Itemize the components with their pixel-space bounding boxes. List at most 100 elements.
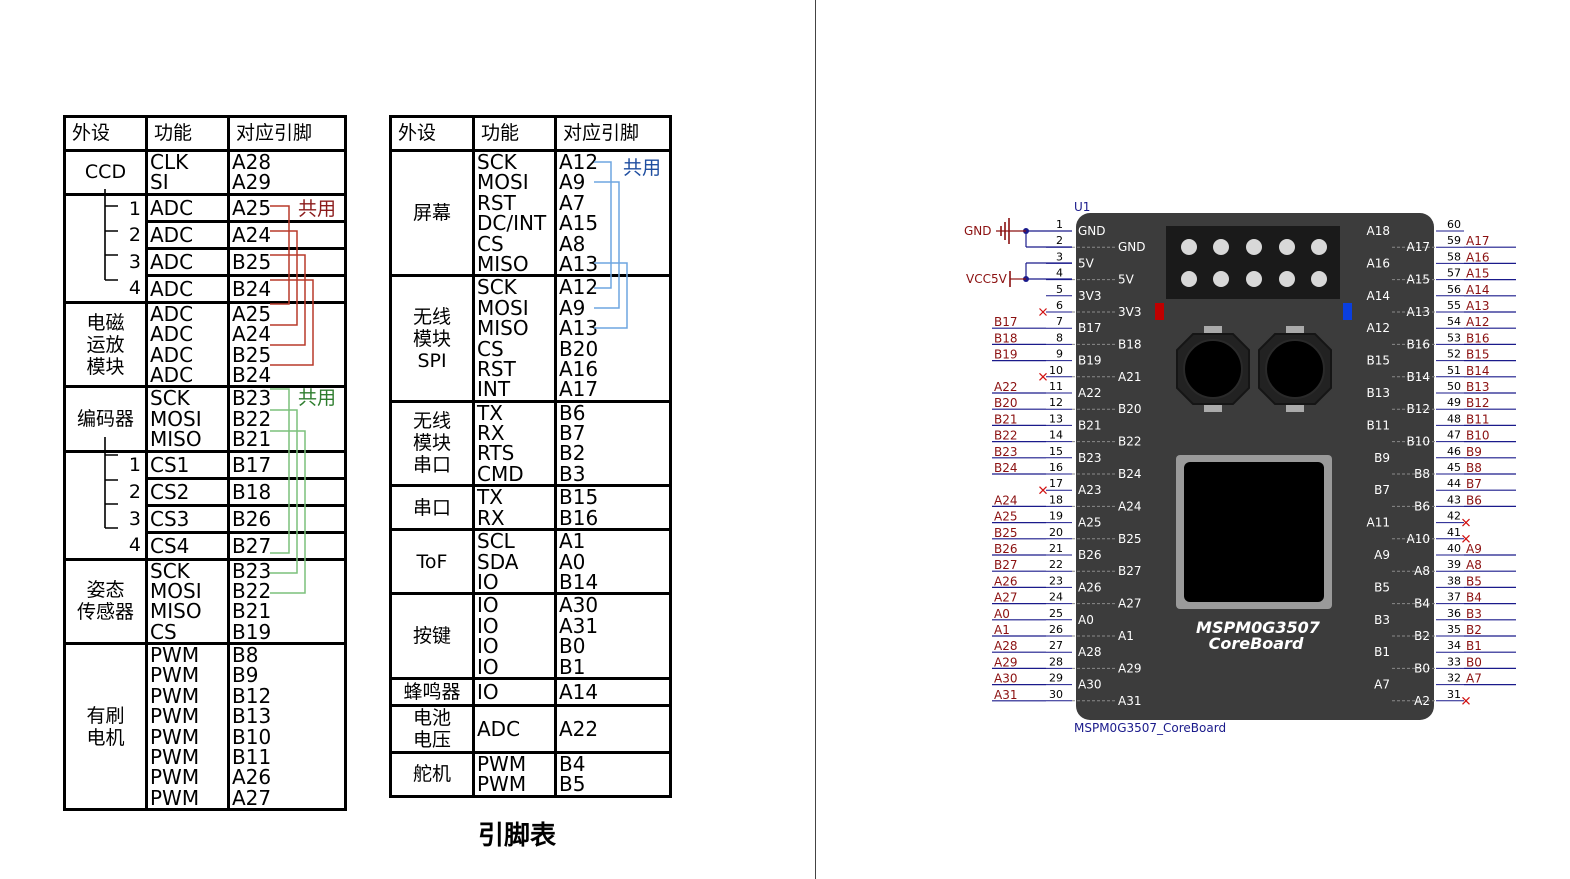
pin-name: B26 [1078, 548, 1102, 562]
header-pin [1181, 239, 1197, 255]
function-label: INT [477, 377, 511, 402]
function-cell: CS1 [145, 449, 230, 480]
pin-name: A11 [1367, 516, 1390, 530]
pin-name: A24 [1118, 499, 1141, 513]
pin-name: B3 [1374, 613, 1390, 627]
pin-label: A0 [559, 549, 586, 574]
pin-label: B13 [232, 704, 272, 729]
pin-label: B10 [232, 724, 272, 749]
pin-name: A10 [1407, 532, 1430, 546]
pin-label: B5 [559, 772, 586, 797]
net-label: A16 [1466, 250, 1489, 264]
header-pin [1279, 271, 1295, 287]
pin-number: 18 [1049, 493, 1063, 506]
net-label: B11 [1466, 412, 1490, 426]
function-label: RST [477, 356, 516, 381]
pin-number: 50 [1447, 380, 1461, 393]
net-label: B18 [994, 331, 1018, 345]
pin-label: A15 [559, 211, 599, 236]
pin-name: A7 [1374, 678, 1390, 692]
pin-name: B20 [1118, 402, 1142, 416]
pin-number: 13 [1049, 412, 1063, 425]
net-label: A17 [1466, 234, 1489, 248]
pin-name: B6 [1414, 499, 1430, 513]
net-label: A1 [994, 623, 1010, 637]
peripheral-cell: 舵机 [389, 750, 475, 798]
pin-label: A27 [232, 785, 272, 810]
net-label: B0 [1466, 655, 1482, 669]
function-label: MOSI [150, 406, 202, 431]
pin-cell: B27 [227, 530, 347, 561]
pin-number: 42 [1447, 510, 1461, 523]
function-label: MISO [477, 316, 529, 341]
shared-label-adc: 共用 [298, 198, 337, 220]
net-label: B16 [1466, 331, 1490, 345]
no-connect-mark [1462, 696, 1470, 705]
connector-trace [270, 388, 290, 554]
peripheral-cell: 4 [63, 532, 148, 560]
net-label: A27 [994, 591, 1017, 605]
peripheral-cell: 电池 电压 [389, 703, 475, 754]
pin-label: B23 [232, 386, 272, 411]
function-label: TX [477, 401, 503, 425]
net-label: A13 [1466, 299, 1489, 313]
net-label: B19 [994, 348, 1018, 362]
blue-led [1343, 303, 1352, 320]
gnd-label: GND [964, 224, 992, 238]
pin-number: 47 [1447, 429, 1461, 442]
pin-label: B26 [232, 506, 272, 531]
pin-name: B9 [1374, 451, 1390, 465]
pin-name: 5V [1078, 256, 1095, 270]
function-label: SCK [150, 559, 190, 583]
pin-name: B13 [1366, 386, 1390, 400]
pin-number: 21 [1049, 542, 1063, 555]
header-pin [1279, 239, 1295, 255]
net-label: A24 [994, 493, 1017, 507]
pin-name: B22 [1118, 435, 1142, 449]
pin-number: 30 [1049, 688, 1063, 701]
header-pins [1181, 239, 1327, 287]
net-label: A12 [1466, 315, 1489, 329]
net-label: A29 [994, 655, 1017, 669]
pin-label: B21 [232, 427, 272, 452]
net-label: A9 [1466, 542, 1482, 556]
pin-label: B22 [232, 578, 272, 603]
pin-cell: B17 [227, 449, 347, 480]
function-label: ADC [150, 362, 194, 387]
pin-label: A31 [559, 613, 599, 638]
pin-number: 5 [1056, 283, 1063, 296]
net-label: B23 [994, 445, 1018, 459]
pin-label: B16 [559, 505, 599, 530]
pin-name: A14 [1367, 289, 1390, 303]
no-connect-mark [1462, 518, 1470, 527]
pin-name: B14 [1406, 370, 1430, 384]
peripheral-cell: 蜂鸣器 [389, 676, 475, 707]
net-label: A31 [994, 688, 1017, 702]
screen-shared-links [594, 161, 628, 329]
pin-label: A9 [559, 295, 586, 320]
function-label: PWM [150, 704, 200, 729]
function-label: PWM [477, 752, 527, 776]
pin-label: B6 [559, 401, 586, 425]
pin-number: 22 [1049, 558, 1063, 571]
function-cell: ADC [145, 219, 230, 250]
pin-label: A26 [232, 765, 272, 790]
pin-name: 5V [1118, 273, 1135, 287]
pin-name: A29 [1118, 661, 1141, 675]
function-label: CS [477, 231, 504, 256]
pin-name: A22 [1078, 386, 1101, 400]
pin-number: 45 [1447, 461, 1461, 474]
